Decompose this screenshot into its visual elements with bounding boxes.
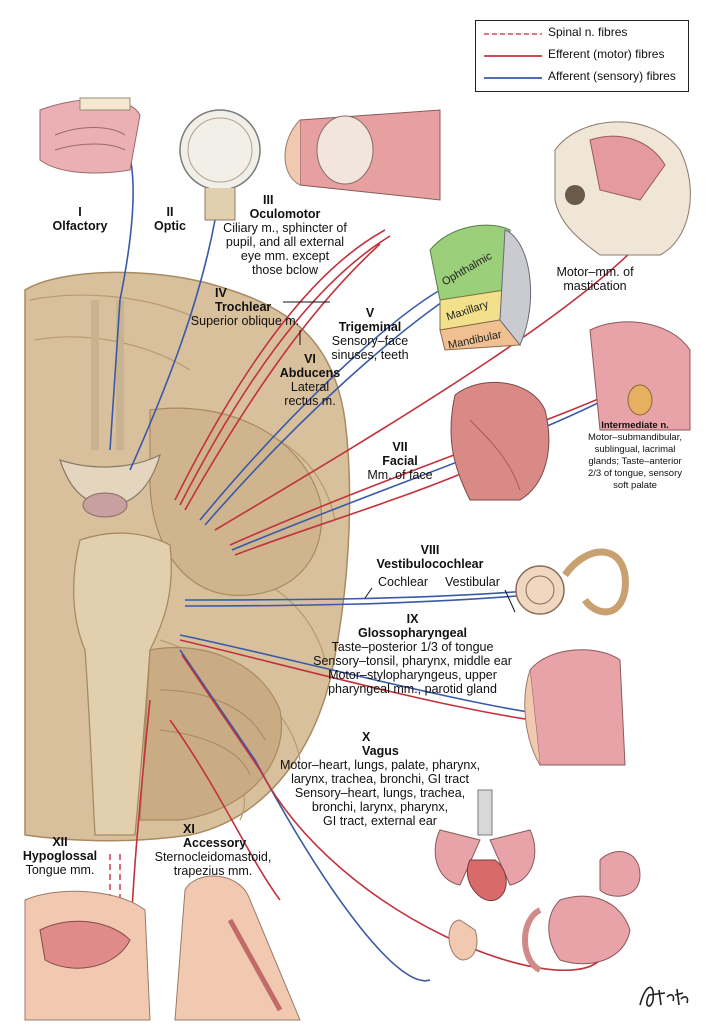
label-oculomotor: III Oculomotor Ciliary m., sphincter of …	[223, 193, 347, 277]
label-hypoglossal: XII Hypoglossal Tongue mm.	[22, 835, 98, 877]
label-pointers	[283, 301, 516, 613]
label-accessory: XI Accessory Sternocleidomastoid, trapez…	[154, 822, 272, 878]
pharynx-section	[524, 649, 626, 766]
orbit-muscles	[284, 109, 441, 201]
label-intermediate-nerve: Intermediate n. Motor–submandibular, sub…	[587, 420, 682, 491]
legend-label-afferent: Afferent (sensory) fibres	[548, 69, 676, 83]
nasal-cavity	[39, 97, 141, 174]
face-muscles-head	[450, 382, 550, 501]
label-vestibular: Vestibular	[445, 575, 500, 589]
neck-accessory	[174, 875, 301, 1021]
label-cochlear: Cochlear	[378, 575, 429, 589]
legend-label-efferent: Efferent (motor) fibres	[548, 47, 665, 61]
label-olfactory: I Olfactory	[52, 205, 108, 233]
label-trigeminal-motor: Motor–mm. of mastication	[556, 265, 634, 293]
label-glossopharyngeal: IX Glossopharyngeal Taste–posterior 1/3 …	[313, 612, 512, 696]
artist-signature	[639, 986, 689, 1007]
heart-lungs	[434, 789, 536, 902]
label-trigeminal: V Trigeminal Sensory–face sinuses, teeth	[331, 306, 409, 362]
legend-row-spinal: Spinal n. fibres	[476, 24, 688, 42]
legend: Spinal n. fibres Efferent (motor) fibres…	[475, 20, 689, 92]
eyeball	[179, 109, 261, 221]
oral-cavity-upper	[589, 321, 691, 431]
external-ear	[448, 919, 478, 961]
gi-tract	[522, 851, 641, 973]
tongue-section	[24, 890, 151, 1021]
legend-label-spinal: Spinal n. fibres	[548, 25, 628, 39]
face-sensory-map	[429, 224, 532, 351]
brain-base	[24, 271, 351, 842]
inner-ear	[515, 548, 629, 616]
label-vestibulocochlear: VIII Vestibulocochlear	[376, 543, 484, 571]
legend-row-afferent: Afferent (sensory) fibres	[476, 68, 688, 86]
label-facial: VII Facial Mm. of face	[367, 440, 433, 482]
label-vagus: X Vagus Motor–heart, lungs, palate, phar…	[279, 730, 481, 828]
label-optic: II Optic	[154, 205, 186, 233]
label-trochlear: IV Trochlear Superior oblique m.	[190, 286, 300, 328]
skull	[554, 121, 691, 256]
legend-row-efferent: Efferent (motor) fibres	[476, 46, 688, 64]
label-abducens: VI Abducens Lateral rectus m.	[279, 352, 341, 408]
